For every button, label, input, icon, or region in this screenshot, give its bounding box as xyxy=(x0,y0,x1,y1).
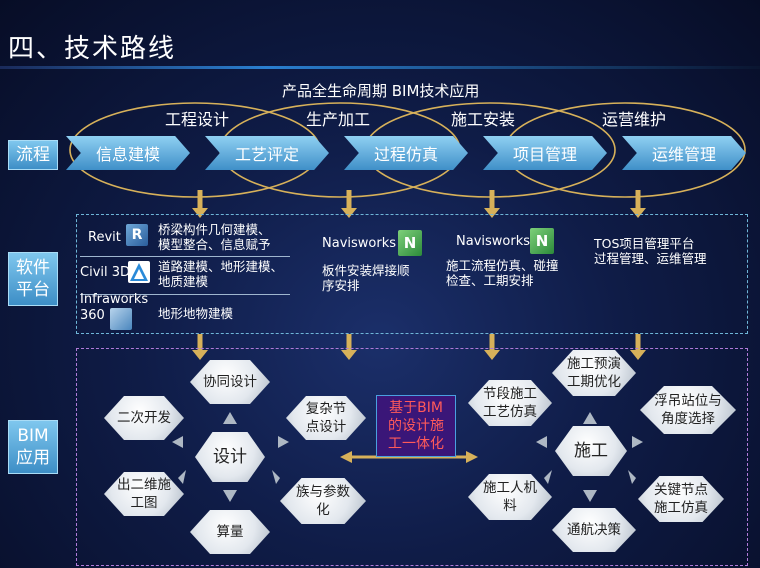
navisworks-name-1: Navisworks xyxy=(322,236,397,251)
revit-icon: R xyxy=(126,224,148,246)
infraworks-icon xyxy=(110,308,132,330)
bim-label: BIM 应用 xyxy=(8,420,58,474)
revit-text: 桥梁构件几何建模、 模型整合、信息赋予 xyxy=(158,222,271,252)
infraworks-text: 地形地物建模 xyxy=(158,306,234,321)
flow-step-operation-mgmt: 运维管理 xyxy=(622,136,746,170)
phase-label-installation: 施工安装 xyxy=(451,110,516,129)
phase-label-design: 工程设计 xyxy=(165,110,230,129)
flow-step-simulation: 过程仿真 xyxy=(344,136,468,170)
page-title: 四、技术路线 xyxy=(8,34,177,64)
construction-crane-position: 浮吊站位与 角度选择 xyxy=(640,386,736,434)
integration-box: 基于BIM 的设计施 工一体化 xyxy=(376,395,456,457)
civil3d-name: Civil 3D xyxy=(80,265,131,280)
title-divider xyxy=(0,66,760,69)
flow-label: 流程 xyxy=(8,140,58,170)
construction-center: 施工 xyxy=(555,426,627,476)
flow-step-process-eval: 工艺评定 xyxy=(205,136,329,170)
navisworks-icon-2: N xyxy=(530,228,554,254)
navisworks-icon-1: N xyxy=(398,230,422,256)
tos-text: TOS项目管理平台 过程管理、运维管理 xyxy=(594,236,707,266)
navisworks-text-1: 板件安装焊接顺 序安排 xyxy=(322,263,410,293)
bim-app-panel xyxy=(76,348,748,566)
flow-step-project-mgmt: 项目管理 xyxy=(483,136,607,170)
phase-label-operation: 运营维护 xyxy=(602,110,667,129)
lifecycle-heading: 产品全生命周期 BIM技术应用 xyxy=(282,82,480,100)
civil3d-icon xyxy=(128,261,150,283)
phase-label-production: 生产加工 xyxy=(306,110,371,129)
separator xyxy=(80,256,290,257)
software-panel xyxy=(76,214,748,334)
navisworks-name-2: Navisworks xyxy=(456,234,531,249)
civil3d-text: 道路建模、地形建模、 地质建模 xyxy=(158,259,284,289)
design-center: 设计 xyxy=(195,432,265,482)
separator xyxy=(80,294,290,295)
navisworks-text-2: 施工流程仿真、碰撞 检查、工期安排 xyxy=(446,258,559,288)
design-complex-node: 复杂节 点设计 xyxy=(286,396,366,440)
software-label: 软件 平台 xyxy=(8,252,58,306)
infraworks-name: Infraworks 360 xyxy=(80,292,149,323)
design-2d-drawings: 出二维施 工图 xyxy=(104,472,184,516)
design-secondary-dev: 二次开发 xyxy=(104,396,184,440)
design-collaborative: 协同设计 xyxy=(190,360,270,404)
revit-name: Revit xyxy=(88,230,121,245)
design-family-param: 族与参数 化 xyxy=(280,478,366,524)
flow-step-modeling: 信息建模 xyxy=(66,136,190,170)
